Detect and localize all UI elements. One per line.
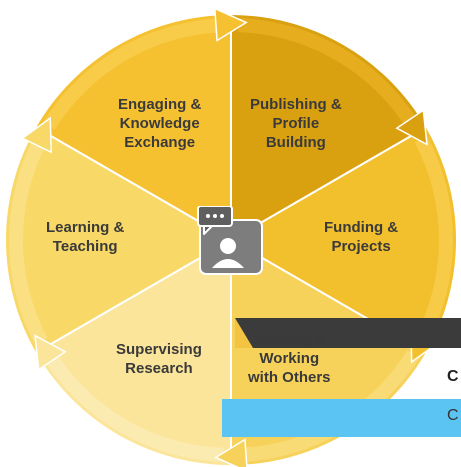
blue-panel xyxy=(222,399,461,437)
segment-rim-supervising xyxy=(42,350,224,462)
arrowhead-leading xyxy=(214,438,248,467)
arrowhead-supervising xyxy=(34,334,67,372)
segment-rim-leading xyxy=(238,350,420,462)
dark-header-bar xyxy=(235,318,461,348)
segment-rim-funding xyxy=(414,135,454,345)
segment-rim-publishing xyxy=(238,18,420,130)
segment-label-funding: Funding &Projects xyxy=(324,219,399,255)
person-chat-icon xyxy=(197,206,263,275)
segment-label-learning: Learning &Teaching xyxy=(46,219,125,255)
arrowhead-engaging xyxy=(213,7,248,42)
arrowhead-publishing xyxy=(395,108,428,146)
arrowhead-learning xyxy=(21,116,53,154)
segment-rim-engaging xyxy=(42,18,224,130)
segment-rim-learning xyxy=(8,135,48,345)
heading-fragment: C xyxy=(447,368,459,385)
blue-panel-fragment: C xyxy=(447,407,459,424)
